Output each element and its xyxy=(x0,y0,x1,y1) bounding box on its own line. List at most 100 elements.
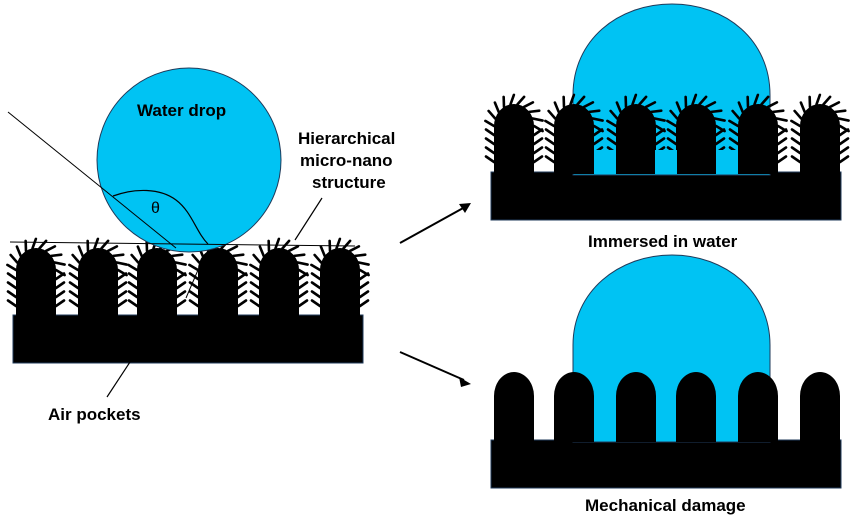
hair xyxy=(335,237,342,250)
hair xyxy=(31,237,38,250)
hair xyxy=(799,101,806,114)
hair xyxy=(790,137,802,146)
hair xyxy=(319,245,326,258)
hair xyxy=(653,117,666,122)
hair xyxy=(631,93,638,106)
nano-hairs xyxy=(249,237,309,308)
hair xyxy=(838,137,850,146)
hair xyxy=(790,155,802,164)
hierarchical-pointer xyxy=(294,197,323,241)
hair xyxy=(790,128,802,137)
pillar xyxy=(320,248,360,318)
hair xyxy=(691,93,698,106)
hair xyxy=(53,261,66,266)
nano-hairs xyxy=(6,237,66,308)
water-in-gap xyxy=(716,150,738,174)
hair xyxy=(728,137,740,146)
hair xyxy=(710,109,723,114)
hair xyxy=(77,245,84,258)
pillar xyxy=(16,248,56,318)
arrow-to-damage xyxy=(399,351,465,381)
hair xyxy=(569,93,576,106)
hair xyxy=(175,299,187,308)
hair xyxy=(174,261,187,266)
hair xyxy=(232,253,245,258)
hair xyxy=(112,253,125,258)
hair xyxy=(116,281,128,290)
left-panel xyxy=(6,67,370,398)
hair xyxy=(775,117,788,122)
hair xyxy=(68,272,80,281)
hair xyxy=(68,281,80,290)
hair xyxy=(310,290,322,299)
hair xyxy=(357,261,370,266)
hair xyxy=(287,245,300,253)
hair xyxy=(258,245,265,258)
hair xyxy=(68,299,80,308)
hair xyxy=(188,299,200,308)
hair xyxy=(226,245,239,253)
pillar-damaged xyxy=(738,372,778,442)
hair xyxy=(171,253,184,258)
hair xyxy=(130,253,140,264)
pillar xyxy=(259,248,299,318)
hair xyxy=(236,299,248,308)
arrow-to-immersed xyxy=(399,206,466,244)
hair xyxy=(675,101,682,114)
air-pockets-label: Air pockets xyxy=(48,405,141,424)
hair xyxy=(484,128,496,137)
hair xyxy=(358,290,370,299)
hair xyxy=(544,137,556,146)
hair xyxy=(358,272,370,281)
pillar xyxy=(676,104,716,174)
hair xyxy=(766,101,779,109)
hair xyxy=(666,137,678,146)
hair xyxy=(760,95,770,106)
hair xyxy=(236,272,248,281)
hair xyxy=(790,146,802,155)
hair xyxy=(6,281,18,290)
hair xyxy=(116,272,128,281)
pillar xyxy=(198,248,238,318)
hair xyxy=(790,119,802,128)
hair xyxy=(776,128,788,137)
hair xyxy=(528,109,541,114)
hair xyxy=(127,290,139,299)
hair xyxy=(115,261,128,266)
hair xyxy=(310,299,322,308)
hair xyxy=(532,155,544,164)
hair xyxy=(297,281,309,290)
pillar xyxy=(616,104,656,174)
hair xyxy=(484,119,496,128)
immersed-caption: Immersed in water xyxy=(588,232,738,251)
hair xyxy=(293,253,306,258)
hair xyxy=(532,128,544,137)
hair xyxy=(838,155,850,164)
tangent-line xyxy=(7,111,177,249)
hair xyxy=(6,299,18,308)
immersed-panel xyxy=(484,3,850,221)
hair xyxy=(828,101,841,109)
hair xyxy=(728,119,740,128)
damage-panel xyxy=(490,254,842,489)
hair xyxy=(296,261,309,266)
nano-hairs xyxy=(484,93,544,164)
hair xyxy=(714,128,726,137)
water-in-gap xyxy=(594,150,616,174)
pillar xyxy=(554,104,594,174)
hair xyxy=(582,101,595,109)
hair xyxy=(274,237,281,250)
hair xyxy=(54,272,66,281)
hair xyxy=(358,299,370,308)
hair xyxy=(297,290,309,299)
hair xyxy=(354,253,367,258)
hair xyxy=(297,299,309,308)
water-drop-label: Water drop xyxy=(137,101,227,120)
pillar xyxy=(738,104,778,174)
hair xyxy=(116,290,128,299)
water-drop xyxy=(96,67,282,253)
hair xyxy=(281,239,291,250)
hair xyxy=(509,93,516,106)
pillar-damaged xyxy=(676,372,716,442)
hair xyxy=(252,253,262,264)
